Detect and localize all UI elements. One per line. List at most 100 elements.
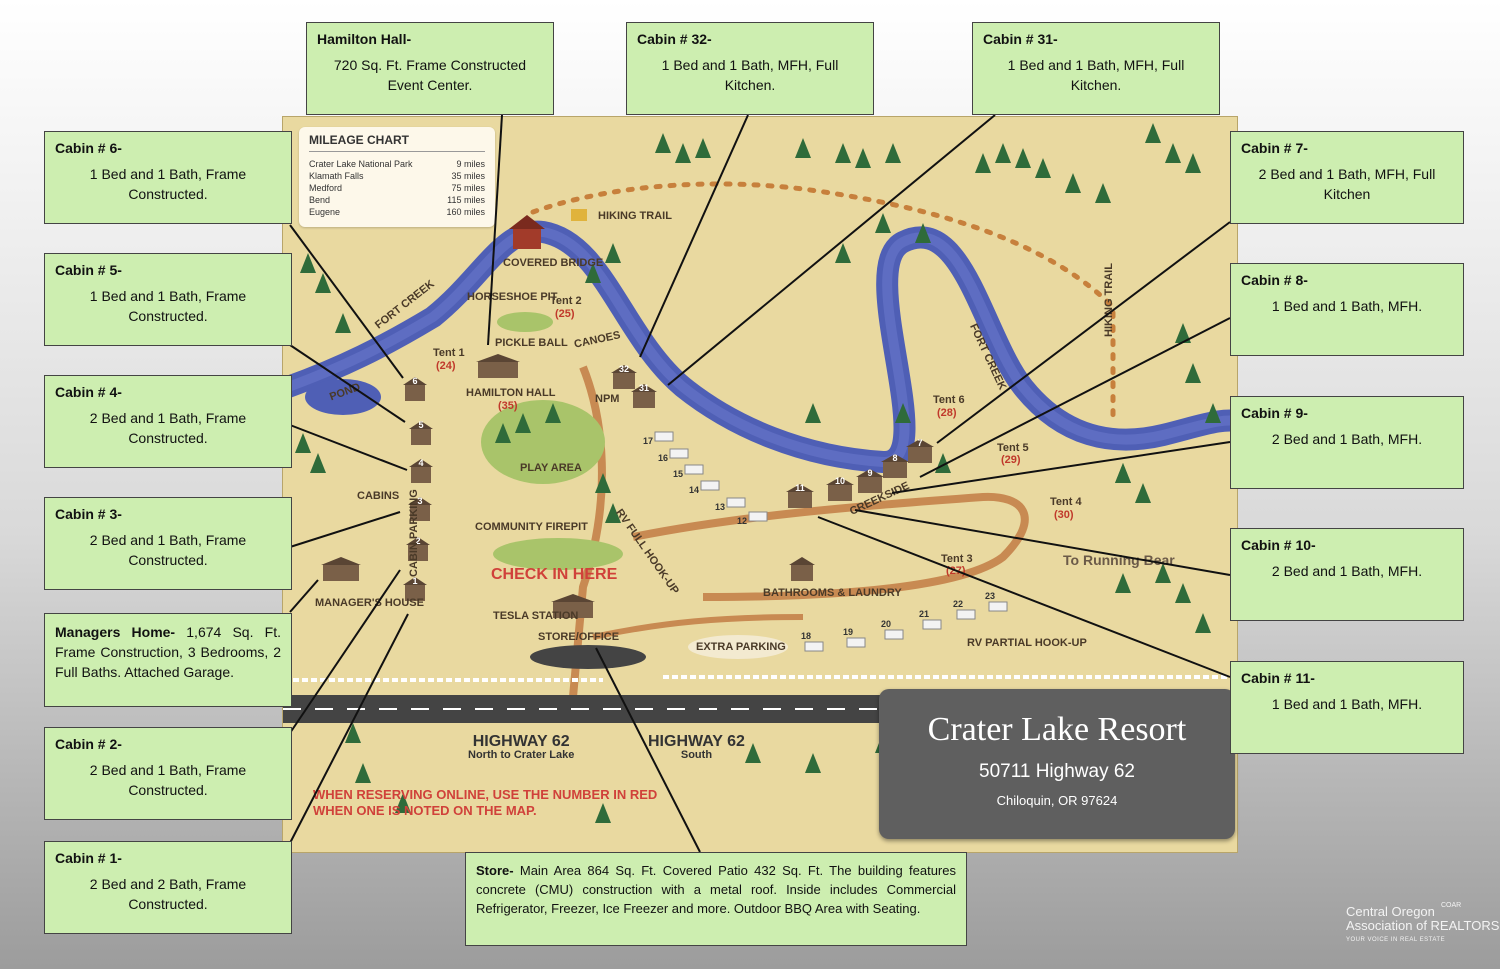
cabin-number: 4 (418, 458, 423, 468)
managers-house-label: MANAGER'S HOUSE (315, 597, 424, 609)
cabin-number: 11 (795, 483, 805, 493)
callout-desc: 1 Bed and 1 Bath, MFH. (1271, 696, 1423, 712)
tree-icon (495, 423, 511, 443)
callout-cabin-9: Cabin # 9- 2 Bed and 1 Bath, MFH. (1230, 396, 1464, 489)
cabin-number: 5 (418, 420, 423, 430)
bathrooms-icon (789, 557, 815, 581)
callout-cabin-32: Cabin # 32- 1 Bed and 1 Bath, MFH, Full … (626, 22, 874, 115)
cabin-4-icon: 4 (409, 458, 433, 483)
rv-site-21-number: 21 (919, 609, 929, 619)
community-firepit-label: COMMUNITY FIREPIT (475, 521, 588, 533)
callout-title: Cabin # 32- (637, 31, 712, 47)
cabin-31-icon: 31 (631, 383, 657, 408)
check-in-grass (493, 538, 623, 570)
parking-road (592, 614, 804, 640)
cabin-10-icon: 10 (826, 476, 854, 501)
logo-line-1: Central Oregon (1346, 904, 1435, 919)
logo-tagline: YOUR VOICE IN REAL ESTATE (1346, 937, 1446, 943)
rv-site-20-number: 20 (881, 619, 891, 629)
rv-site-16-number: 16 (658, 453, 668, 463)
callout-store: Store- Main Area 864 Sq. Ft. Covered Pat… (465, 852, 967, 946)
callout-title: Hamilton Hall- (317, 31, 412, 47)
tree-icon (345, 723, 361, 743)
rv-icon (726, 497, 746, 508)
pickleball-court (497, 312, 553, 332)
callout-desc: 2 Bed and 1 Bath, Frame Constructed. (89, 762, 247, 798)
rv-site-19-number: 19 (843, 627, 853, 637)
callout-title: Cabin # 11- (1241, 670, 1315, 686)
bathrooms-laundry-label: BATHROOMS & LAUNDRY (763, 587, 902, 599)
tent-6-number: (28) (937, 407, 957, 419)
tree-icon (605, 503, 621, 523)
rv-site-14-number: 14 (689, 485, 699, 495)
mileage-distance: 9 miles (456, 159, 485, 169)
callout-title: Cabin # 10- (1241, 537, 1316, 553)
store-office-label: STORE/OFFICE (538, 631, 620, 643)
tree-icon (545, 403, 561, 423)
rv-site-22-number: 22 (953, 599, 963, 609)
resort-title-panel: Crater Lake Resort 50711 Highway 62 Chil… (879, 689, 1235, 839)
tree-icon (835, 243, 851, 263)
mileage-distance: 115 miles (447, 195, 485, 205)
callout-title: Cabin # 6- (55, 140, 122, 156)
play-area-label: PLAY AREA (520, 462, 582, 474)
resort-city: Chiloquin, OR 97624 (996, 793, 1118, 808)
highway-south-label: HIGHWAY 62 South (648, 733, 745, 761)
rv-site-18-number: 18 (801, 631, 811, 641)
tree-icon (295, 433, 311, 453)
rv-icon (922, 619, 942, 630)
tree-icon (895, 403, 911, 423)
tent-2-number: (25) (555, 308, 575, 320)
tent-2-label: Tent 2 (550, 295, 582, 307)
callout-title: Cabin # 8- (1241, 272, 1308, 288)
tree-icon (585, 263, 601, 283)
callout-cabin-3: Cabin # 3- 2 Bed and 1 Bath, Frame Const… (44, 497, 292, 590)
callout-desc: 2 Bed and 2 Bath, Frame Constructed. (89, 876, 247, 912)
callout-title: Cabin # 3- (55, 506, 122, 522)
tent-1-label: Tent 1 (433, 347, 465, 359)
callout-desc: 1 Bed and 1 Bath, Frame Constructed. (89, 288, 247, 324)
coar-logo: Central Oregon Association of REALTORS Y… (1346, 902, 1499, 947)
callout-desc: 2 Bed and 1 Bath, MFH, Full Kitchen (1258, 166, 1436, 202)
covered-bridge-label: COVERED BRIDGE (503, 257, 604, 269)
tesla-station-label: TESLA STATION (493, 610, 579, 622)
tree-icon (795, 138, 811, 158)
tree-icon (315, 273, 331, 293)
rv-icon (988, 601, 1008, 612)
cabin-2-icon: 2 (406, 536, 430, 561)
tree-icon (835, 143, 851, 163)
tree-icon (1115, 573, 1131, 593)
cabin-number: 7 (917, 438, 922, 448)
cabin-1-icon: 1 (403, 576, 427, 601)
rv-icon (884, 629, 904, 640)
rv-site-23-number: 23 (985, 591, 995, 601)
callout-title: Cabin # 1- (55, 850, 122, 866)
tree-icon (655, 133, 671, 153)
tent-5-number: (29) (1001, 454, 1021, 466)
callout-managers-home: Managers Home- 1,674 Sq. Ft. Frame Const… (44, 613, 292, 707)
rv-road (632, 492, 1029, 601)
check-in-here-label: CHECK IN HERE (491, 566, 618, 583)
tree-icon (595, 473, 611, 493)
tree-icon (885, 143, 901, 163)
hiking-trail-label-2: HIKING TRAIL (1103, 263, 1115, 337)
tree-icon (1095, 183, 1111, 203)
tree-icon (675, 143, 691, 163)
highway-north-label: HIGHWAY 62 North to Crater Lake (468, 733, 574, 761)
cabin-number: 10 (835, 476, 845, 486)
rv-icon (684, 464, 704, 475)
callout-title: Store- (476, 863, 514, 878)
tree-icon (995, 143, 1011, 163)
mileage-distance: 35 miles (451, 171, 485, 181)
cabin-number: 8 (892, 453, 897, 463)
tent-1-number: (24) (436, 360, 456, 372)
cabin-5-icon: 5 (409, 420, 433, 445)
tree-icon (855, 148, 871, 168)
callout-desc: 2 Bed and 1 Bath, Frame Constructed. (89, 532, 247, 568)
rv-icon (846, 637, 866, 648)
tree-icon (335, 313, 351, 333)
